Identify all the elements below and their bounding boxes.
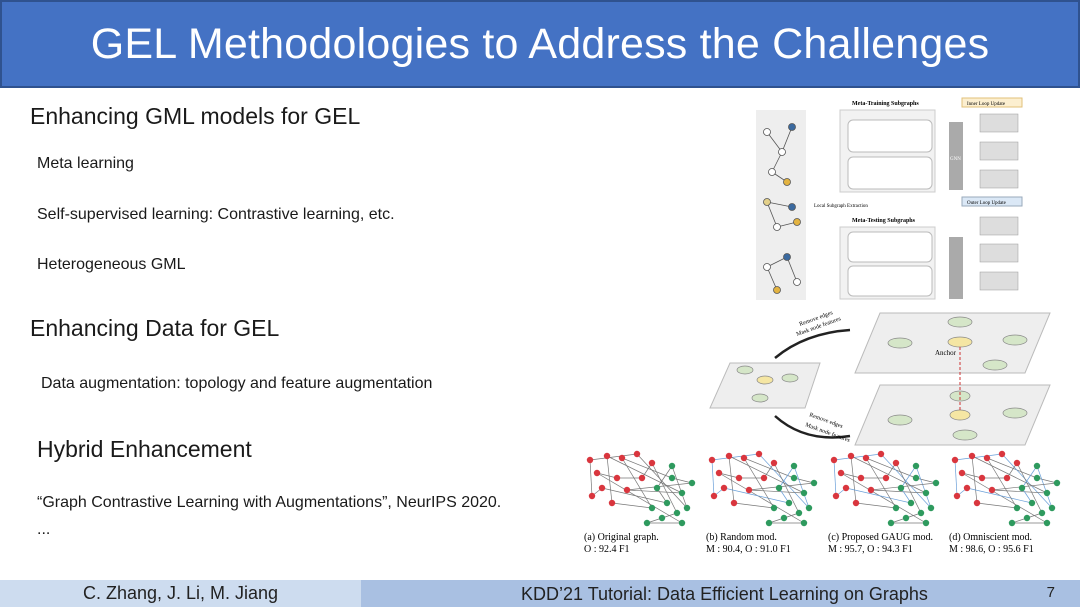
bullet-data-augmentation: Data augmentation: topology and feature … bbox=[41, 375, 433, 392]
contrastive-figure: Remove edges Mask node features Remove e… bbox=[709, 310, 1051, 446]
bullet-ellipsis: ... bbox=[37, 521, 51, 538]
gaug-caption-score: M : 98.6, O : 95.6 F1 bbox=[949, 544, 1034, 555]
gaug-panel: (d) Omniscient mod.M : 98.6, O : 95.6 F1 bbox=[949, 450, 1061, 555]
slide-header: GEL Methodologies to Address the Challen… bbox=[0, 0, 1080, 88]
meta-learning-figure: Local Subgraph Extraction Meta-Training … bbox=[756, 97, 1023, 300]
anchor-label: Anchor bbox=[935, 349, 957, 357]
footer-event: KDD’21 Tutorial: Data Efficient Learning… bbox=[521, 584, 928, 604]
footer-right: KDD’21 Tutorial: Data Efficient Learning… bbox=[361, 580, 1080, 607]
extraction-label: Local Subgraph Extraction bbox=[814, 204, 868, 209]
gaug-panel: (a) Original graph.O : 92.4 F1 bbox=[584, 450, 696, 555]
inner-loop-label: Inner Loop Update bbox=[967, 102, 1006, 107]
section-heading-gml: Enhancing GML models for GEL bbox=[30, 103, 361, 129]
gaug-caption-title: (b) Random mod. bbox=[706, 532, 777, 543]
gnn-block-train bbox=[949, 122, 963, 190]
section-heading-data: Enhancing Data for GEL bbox=[30, 315, 280, 341]
gaug-caption-title: (d) Omniscient mod. bbox=[949, 532, 1032, 543]
gaug-panel: (c) Proposed GAUG mod.M : 95.7, O : 94.3… bbox=[828, 450, 940, 555]
graph-nodes bbox=[763, 123, 801, 294]
gaug-caption-score: O : 92.4 F1 bbox=[584, 544, 630, 555]
section-heading-hybrid: Hybrid Enhancement bbox=[37, 436, 252, 462]
gaug-caption-score: M : 95.7, O : 94.3 F1 bbox=[828, 544, 913, 555]
testing-title: Meta-Testing Subgraphs bbox=[852, 218, 916, 224]
gaug-panel: (b) Random mod.M : 90.4, O : 91.0 F1 bbox=[706, 450, 818, 555]
footer-authors: C. Zhang, J. Li, M. Jiang bbox=[0, 580, 361, 607]
training-title: Meta-Training Subgraphs bbox=[852, 101, 919, 107]
gaug-caption-title: (c) Proposed GAUG mod. bbox=[828, 532, 933, 543]
bullet-heterogeneous: Heterogeneous GML bbox=[37, 256, 186, 273]
bullet-reference: “Graph Contrastive Learning with Augment… bbox=[37, 494, 502, 511]
gnn-block-test bbox=[949, 237, 963, 299]
outer-loop-label: Outer Loop Update bbox=[967, 201, 1007, 206]
bullet-meta-learning: Meta learning bbox=[37, 155, 134, 172]
page-number: 7 bbox=[1046, 584, 1055, 601]
gnn-label: GNN bbox=[950, 157, 961, 162]
gaug-caption-score: M : 90.4, O : 91.0 F1 bbox=[706, 544, 791, 555]
gaug-caption-title: (a) Original graph. bbox=[584, 532, 659, 543]
bullet-self-supervised: Self-supervised learning: Contrastive le… bbox=[37, 206, 395, 223]
slide-title: GEL Methodologies to Address the Challen… bbox=[90, 19, 990, 68]
gaug-figure: (a) Original graph.O : 92.4 F1(b) Random… bbox=[584, 450, 1061, 555]
